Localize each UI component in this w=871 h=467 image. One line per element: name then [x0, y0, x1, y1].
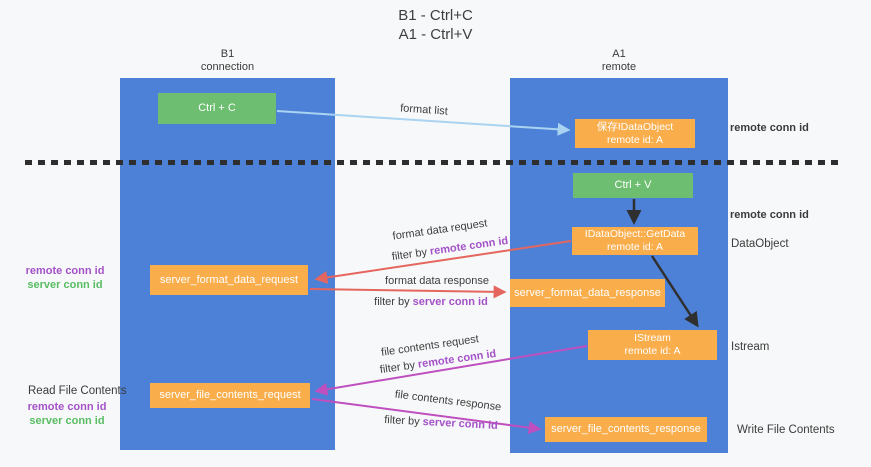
- label-format-data-response: format data response: [385, 275, 489, 287]
- annotation-remote-conn-id-top: remote conn id: [730, 122, 809, 134]
- node-istream-line2: remote id: A: [624, 345, 681, 357]
- node-ctrl-v-label: Ctrl + V: [614, 179, 652, 191]
- right-column-header: A1 remote: [510, 48, 728, 74]
- node-istream-line1: IStream: [634, 332, 671, 344]
- annotation-remote-conn-id-2: remote conn id: [27, 401, 107, 413]
- title-line-2: A1 - Ctrl+V: [398, 26, 473, 43]
- filter-by-text: filter by: [379, 359, 416, 377]
- left-column-subtitle: connection: [200, 61, 255, 73]
- annotation-istream: Istream: [731, 341, 770, 353]
- node-save-dataobject: 保存IDataObject remote id: A: [575, 119, 695, 148]
- node-save-dataobject-line1: 保存IDataObject: [596, 120, 674, 133]
- remote-conn-id-text: remote conn id: [429, 234, 509, 258]
- annotation-write-file-contents: Write File Contents: [737, 424, 835, 436]
- label-format-list: format list: [399, 102, 449, 118]
- server-conn-id-text: server conn id: [412, 296, 488, 308]
- node-server-format-data-response: server_format_data_response: [510, 279, 665, 307]
- node-server-file-contents-request: server_file_contents_request: [150, 383, 310, 408]
- left-column-header: B1 connection: [120, 48, 335, 74]
- node-istream: IStream remote id: A: [588, 330, 717, 360]
- annotation-read-file-contents: Read File Contents: [28, 385, 127, 397]
- node-server-file-contents-response-label: server_file_contents_response: [551, 423, 701, 435]
- node-ctrl-v: Ctrl + V: [573, 173, 693, 198]
- dashed-separator-line: [25, 160, 838, 165]
- node-server-format-data-request: server_format_data_request: [150, 265, 308, 295]
- annotation-conn-ids-format: remote conn id server conn id: [20, 264, 110, 292]
- node-ctrl-c: Ctrl + C: [158, 93, 276, 124]
- arrow-format-data-response: [309, 285, 507, 299]
- annotation-conn-ids-file: remote conn id server conn id: [22, 400, 112, 428]
- node-save-dataobject-line2: remote id: A: [606, 133, 664, 146]
- right-column-subtitle: remote: [601, 61, 637, 73]
- annotation-server-conn-id-1: server conn id: [27, 279, 103, 291]
- node-ctrl-c-label: Ctrl + C: [198, 102, 236, 114]
- filter-by-text: filter by: [374, 296, 410, 308]
- node-server-format-data-request-label: server_format_data_request: [159, 273, 299, 286]
- node-server-format-data-response-label: server_format_data_response: [514, 286, 661, 299]
- node-server-file-contents-request-label: server_file_contents_request: [159, 389, 301, 401]
- node-idataobject-getdata: IDataObject::GetData remote id: A: [572, 227, 698, 255]
- node-idataobject-getdata-line1: IDataObject::GetData: [584, 228, 686, 240]
- diagram-title: B1 - Ctrl+C A1 - Ctrl+V: [0, 6, 871, 44]
- annotation-remote-conn-id-mid: remote conn id: [730, 209, 809, 221]
- node-idataobject-getdata-line2: remote id: A: [606, 241, 664, 253]
- left-column-name: B1: [220, 48, 235, 60]
- node-server-file-contents-response: server_file_contents_response: [545, 417, 707, 442]
- right-column-name: A1: [612, 48, 626, 60]
- annotation-dataobject: DataObject: [731, 238, 789, 250]
- title-line-1: B1 - Ctrl+C: [398, 7, 473, 24]
- filter-by-text: filter by: [383, 414, 420, 428]
- label-file-contents-response: file contents response: [394, 388, 502, 414]
- server-conn-id-text: server conn id: [422, 416, 499, 432]
- annotation-remote-conn-id-1: remote conn id: [25, 265, 105, 277]
- filter-by-text: filter by: [391, 246, 428, 264]
- annotation-server-conn-id-2: server conn id: [29, 415, 105, 427]
